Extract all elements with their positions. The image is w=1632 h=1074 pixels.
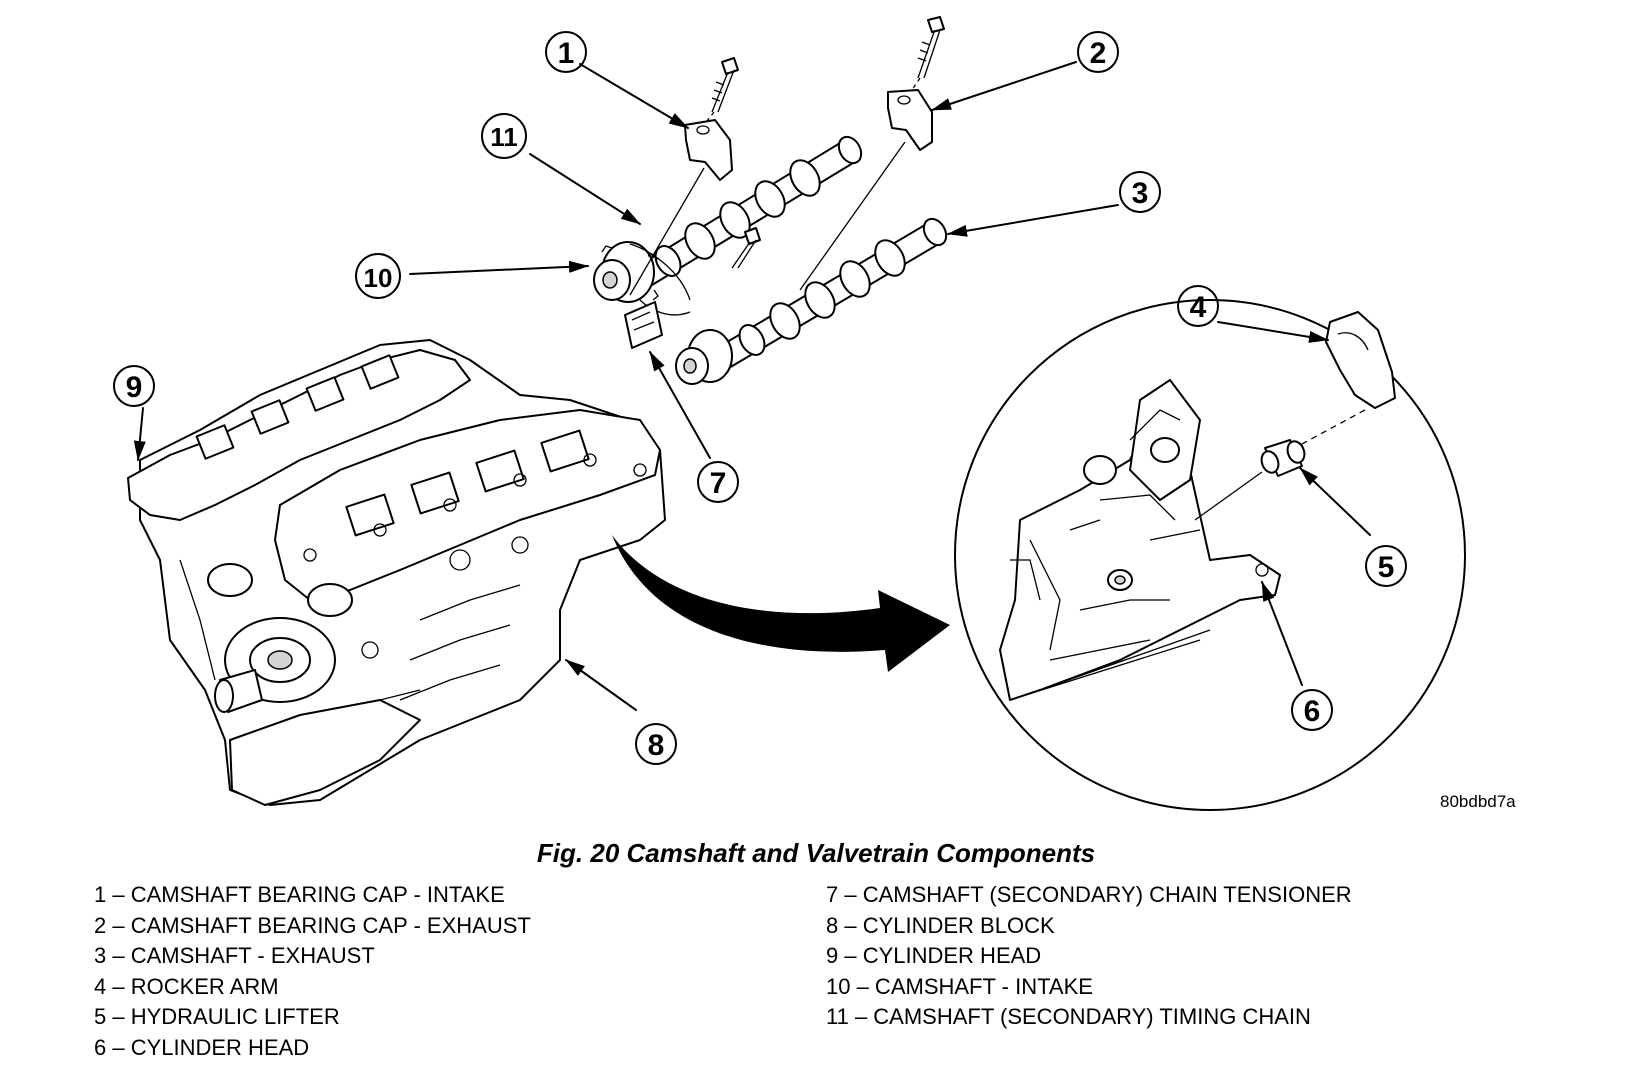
- legend-left-column: 1 – CAMSHAFT BEARING CAP - INTAKE 2 – CA…: [94, 880, 531, 1064]
- legend-item: 5 – HYDRAULIC LIFTER: [94, 1004, 340, 1030]
- callout-3-label: 3: [1132, 177, 1149, 210]
- legend-item: 8 – CYLINDER BLOCK: [826, 912, 1055, 938]
- callout-10: 10: [355, 253, 401, 299]
- legend-item: 3 – CAMSHAFT - EXHAUST: [94, 943, 375, 969]
- legend-item: 1 – CAMSHAFT BEARING CAP - INTAKE: [94, 882, 505, 907]
- callout-4-label: 4: [1190, 291, 1207, 324]
- leader-lines: [133, 61, 1371, 711]
- callout-9: 9: [113, 365, 155, 407]
- camshaft-components-drawing: [593, 16, 948, 385]
- legend-right-column: 7 – CAMSHAFT (SECONDARY) CHAIN TENSIONER…: [826, 880, 1352, 1033]
- detail-arrow: [612, 535, 950, 672]
- figure-title: Fig. 20 Camshaft and Valvetrain Componen…: [536, 838, 1096, 868]
- legend-item: 10 – CAMSHAFT - INTAKE: [826, 973, 1093, 999]
- callout-9-label: 9: [126, 371, 143, 404]
- callout-2-label: 2: [1090, 37, 1107, 70]
- callout-1-label: 1: [558, 37, 575, 70]
- legend-item: 2 – CAMSHAFT BEARING CAP - EXHAUST: [94, 912, 531, 938]
- callout-7: 7: [697, 461, 739, 503]
- callout-7-label: 7: [710, 467, 727, 500]
- callout-11: 11: [481, 113, 527, 159]
- callout-5: 5: [1365, 545, 1407, 587]
- callout-8: 8: [635, 723, 677, 765]
- callout-10-label: 10: [364, 263, 393, 293]
- detail-view: [954, 299, 1466, 811]
- callout-5-label: 5: [1378, 551, 1395, 584]
- callout-3: 3: [1119, 171, 1161, 213]
- legend-item: 6 – CYLINDER HEAD: [94, 1034, 310, 1060]
- legend-item: 11 – CAMSHAFT (SECONDARY) TIMING CHAIN: [826, 1004, 1311, 1030]
- callout-8-label: 8: [648, 729, 665, 762]
- callout-1: 1: [545, 31, 587, 73]
- legend-item: 4 – ROCKER ARM: [94, 973, 279, 999]
- legend-item: 9 – CYLINDER HEAD: [826, 943, 1042, 969]
- callout-6: 6: [1291, 689, 1333, 731]
- callout-11-label: 11: [490, 122, 518, 152]
- engine-assembly-drawing: [127, 339, 666, 806]
- image-code: 80bdbd7a: [1440, 792, 1516, 811]
- callout-4: 4: [1177, 285, 1219, 327]
- legend-item: 7 – CAMSHAFT (SECONDARY) CHAIN TENSIONER: [826, 882, 1352, 907]
- callout-2: 2: [1077, 31, 1119, 73]
- callout-6-label: 6: [1304, 695, 1321, 728]
